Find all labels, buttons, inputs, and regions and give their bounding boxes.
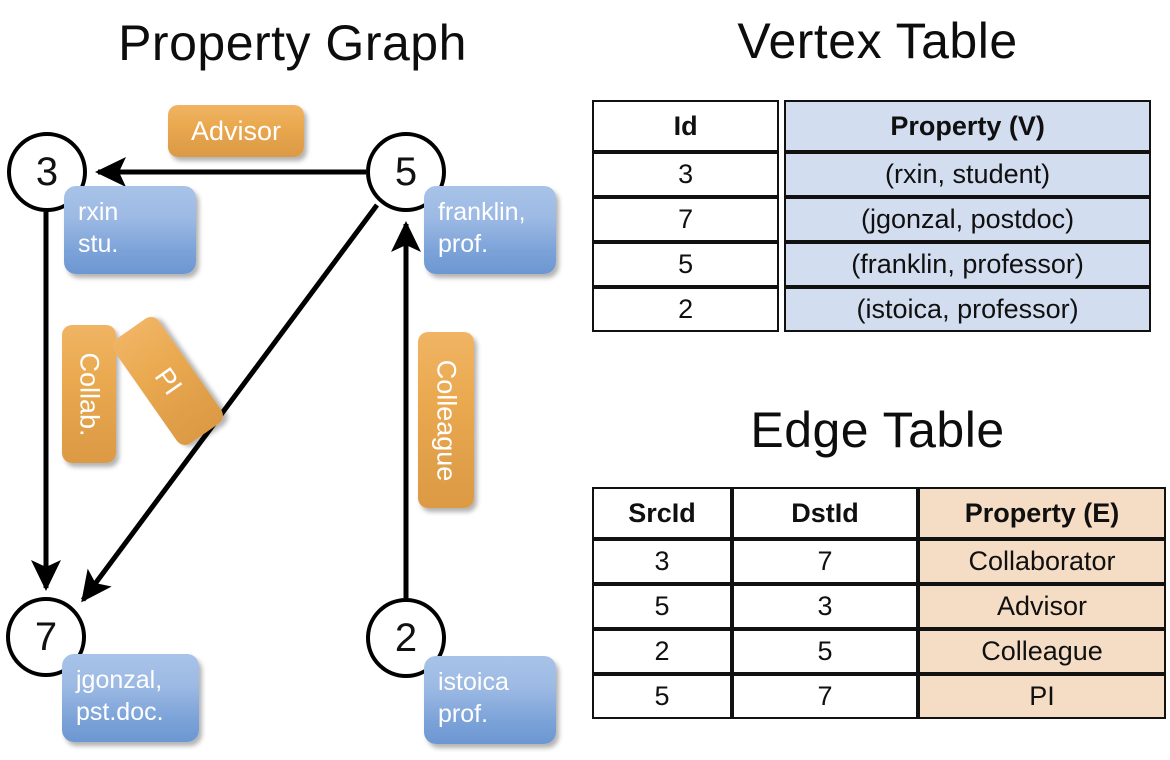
table-row: 3 (rxin, student)	[592, 152, 1151, 197]
node-property-5-line1: franklin,	[438, 198, 526, 226]
vertex-cell-property: (istoica, professor)	[784, 287, 1151, 332]
edge-5-to-7-pi	[80, 203, 380, 603]
edge-label-collab-text: Collab.	[74, 351, 105, 437]
edge-cell-srcid: 5	[592, 584, 732, 629]
edge-label-colleague-text: Colleague	[431, 359, 462, 481]
property-graph-diagram: 3 5 7 2 rxin stu. franklin, prof. jgonza…	[6, 105, 556, 744]
node-property-5-line2: prof.	[438, 230, 489, 258]
graph-node-7-label: 7	[34, 615, 58, 659]
edge-cell-dstid: 7	[732, 539, 918, 584]
edge-cell-dstid: 3	[732, 584, 918, 629]
table-row: 5 3 Advisor	[592, 584, 1166, 629]
edge-cell-property: Collaborator	[918, 539, 1166, 584]
edge-label-pi-text: PI	[148, 361, 189, 400]
edge-cell-dstid: 5	[732, 629, 918, 674]
node-property-box-5: franklin, prof.	[424, 186, 556, 274]
edge-table-header-property: Property (E)	[918, 487, 1166, 539]
vertex-table-column-gap	[779, 287, 785, 332]
vertex-table-header-property: Property (V)	[784, 100, 1151, 152]
node-property-7-line2: pst.doc.	[76, 698, 164, 726]
vertex-cell-id: 5	[592, 242, 780, 287]
vertex-cell-id: 7	[592, 197, 780, 242]
graph-node-3-label: 3	[35, 150, 59, 194]
graph-node-5-label: 5	[394, 150, 418, 194]
edge-table-header-dstid: DstId	[732, 487, 918, 539]
edge-table-header-srcid: SrcId	[592, 487, 732, 539]
edge-label-advisor-text: Advisor	[190, 115, 282, 146]
vertex-cell-id: 2	[592, 287, 780, 332]
graph-node-5[interactable]: 5	[366, 132, 446, 212]
node-property-2-line2: prof.	[438, 700, 489, 728]
vertex-table-column-gap	[779, 242, 785, 287]
edge-cell-property: Colleague	[918, 629, 1166, 674]
node-property-3-line2: stu.	[78, 230, 119, 258]
edge-cell-srcid: 5	[592, 674, 732, 719]
vertex-table-header-row: Id Property (V)	[592, 100, 1151, 152]
edge-cell-property: Advisor	[918, 584, 1166, 629]
node-property-7-line1: jgonzal,	[76, 666, 163, 694]
edge-cell-property: PI	[918, 674, 1166, 719]
graph-node-2[interactable]: 2	[366, 598, 446, 678]
node-property-3-line1: rxin	[78, 198, 119, 226]
edge-label-collab: Collab.	[62, 325, 116, 463]
edge-table: SrcId DstId Property (E) 3 7 Collaborato…	[592, 487, 1166, 719]
edge-cell-srcid: 2	[592, 629, 732, 674]
edge-cell-dstid: 7	[732, 674, 918, 719]
vertex-table: Id Property (V) 3 (rxin, student) 7 (jgo…	[592, 100, 1151, 332]
graph-edges-layer	[31, 157, 421, 603]
page-title-edge-table: Edge Table	[750, 402, 1005, 458]
vertex-table-column-gap	[779, 197, 785, 242]
node-property-box-2: istoica prof.	[424, 656, 556, 744]
table-row: 2 5 Colleague	[592, 629, 1166, 674]
vertex-cell-property: (franklin, professor)	[784, 242, 1151, 287]
vertex-table-column-gap	[779, 100, 785, 152]
vertex-cell-property: (rxin, student)	[784, 152, 1151, 197]
graph-node-2-label: 2	[394, 616, 418, 660]
vertex-table-column-gap	[779, 152, 785, 197]
edge-label-advisor: Advisor	[168, 105, 304, 157]
node-property-2-line1: istoica	[438, 668, 509, 696]
vertex-cell-property: (jgonzal, postdoc)	[784, 197, 1151, 242]
edge-table-header-row: SrcId DstId Property (E)	[592, 487, 1166, 539]
node-property-box-7: jgonzal, pst.doc.	[62, 654, 199, 742]
page-title-vertex-table: Vertex Table	[737, 13, 1018, 69]
table-row: 5 7 PI	[592, 674, 1166, 719]
table-row: 5 (franklin, professor)	[592, 242, 1151, 287]
table-row: 3 7 Collaborator	[592, 539, 1166, 584]
table-row: 7 (jgonzal, postdoc)	[592, 197, 1151, 242]
vertex-table-header-id: Id	[592, 100, 780, 152]
node-property-box-3: rxin stu.	[64, 186, 196, 274]
page-title-property-graph: Property Graph	[118, 15, 467, 71]
vertex-cell-id: 3	[592, 152, 780, 197]
edge-cell-srcid: 3	[592, 539, 732, 584]
table-row: 2 (istoica, professor)	[592, 287, 1151, 332]
edge-label-colleague: Colleague	[418, 332, 474, 508]
